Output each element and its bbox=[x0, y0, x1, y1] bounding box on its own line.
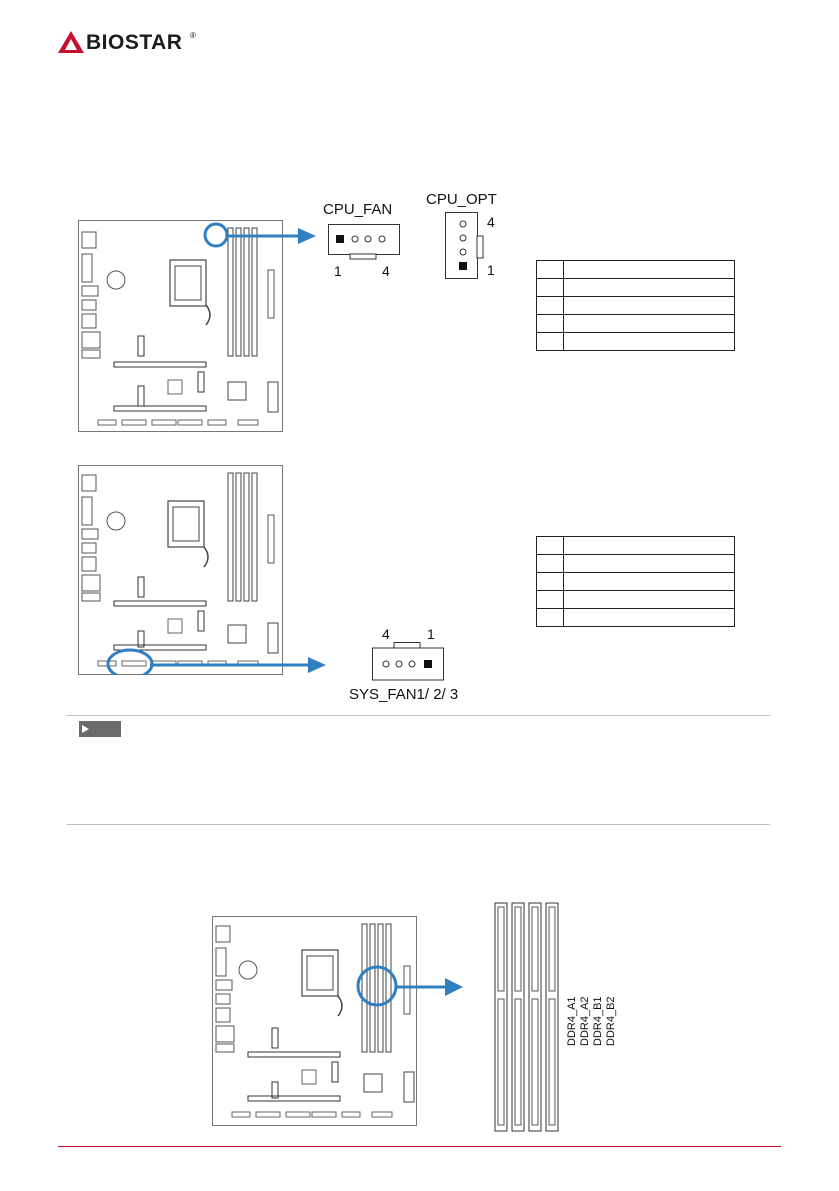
table-row bbox=[536, 332, 735, 351]
motherboard-diagram-memory bbox=[212, 916, 417, 1126]
cpu-fan-header-diagram bbox=[328, 224, 400, 260]
table-row bbox=[536, 278, 735, 297]
cpu-fan-pin-4: 4 bbox=[382, 263, 390, 279]
cpu-opt-label: CPU_OPT bbox=[426, 191, 497, 208]
sys-fan-header-diagram bbox=[372, 642, 444, 681]
footer-divider bbox=[58, 1146, 781, 1147]
table-row bbox=[536, 296, 735, 315]
sys-fan-label: SYS_FAN1/ 2/ 3 bbox=[349, 686, 459, 703]
table-row bbox=[536, 536, 735, 555]
dimm-label-a1: DDR4_A1 bbox=[566, 996, 578, 1046]
cpu-fan-pin-1: 1 bbox=[334, 263, 342, 279]
note-tag bbox=[79, 721, 121, 737]
cpu-opt-pin-4: 4 bbox=[487, 214, 495, 230]
dimm-label-b1: DDR4_B1 bbox=[592, 996, 604, 1046]
arrow-to-sys-fan-icon bbox=[150, 657, 326, 673]
note-bottom-divider bbox=[67, 824, 770, 825]
play-triangle-icon bbox=[82, 725, 89, 733]
cpu-fan-highlight-circle bbox=[203, 222, 229, 248]
dimm-label-a2: DDR4_A2 bbox=[579, 996, 591, 1046]
sys-fan-pin-1: 1 bbox=[427, 626, 435, 642]
biostar-triangle-icon bbox=[58, 31, 84, 53]
sys-fan-pin-table bbox=[536, 536, 735, 627]
arrow-to-cpu-fan-icon bbox=[228, 228, 316, 244]
brand-name: BIOSTAR bbox=[86, 31, 183, 54]
dimm-label-b2: DDR4_B2 bbox=[605, 996, 617, 1046]
arrow-to-dimm-icon bbox=[395, 978, 463, 996]
registered-mark: ® bbox=[190, 31, 196, 40]
dimm-slots-detail bbox=[494, 902, 559, 1132]
table-row bbox=[536, 260, 735, 279]
table-row bbox=[536, 590, 735, 609]
motherboard-diagram-cpu-fan bbox=[78, 220, 283, 432]
table-row bbox=[536, 554, 735, 573]
note-top-divider bbox=[67, 715, 770, 716]
dimm-label-group: DDR4_A1 DDR4_A2 DDR4_B1 DDR4_B2 bbox=[566, 996, 636, 1106]
table-row bbox=[536, 608, 735, 627]
table-row bbox=[536, 572, 735, 591]
motherboard-diagram-sys-fan bbox=[78, 465, 283, 675]
cpu-fan-label: CPU_FAN bbox=[323, 201, 393, 218]
cpu-fan-pin-table bbox=[536, 260, 735, 351]
cpu-opt-pin-1: 1 bbox=[487, 262, 495, 278]
brand-logo: BIOSTAR ® bbox=[58, 29, 198, 57]
cpu-opt-header-diagram bbox=[445, 212, 484, 279]
table-row bbox=[536, 314, 735, 333]
sys-fan-pin-4: 4 bbox=[382, 626, 390, 642]
